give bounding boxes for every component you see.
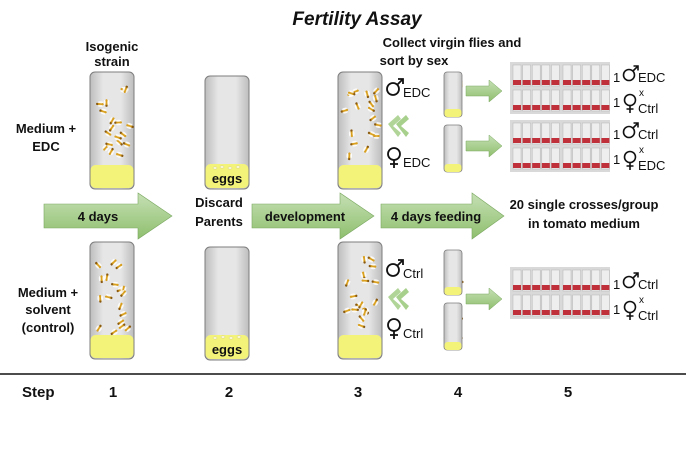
- female-symbol-icon: [387, 318, 401, 339]
- page-title: Fertility Assay: [292, 9, 423, 30]
- eggs-label-top: eggs: [212, 171, 242, 186]
- tube-step2-control: [204, 246, 250, 361]
- vial-step4-male-ctrl: [443, 249, 463, 296]
- male-symbol-icon: [386, 259, 404, 277]
- arrow-4-days-feeding-label: 4 days feeding: [391, 209, 481, 224]
- arrow-4-days-label: 4 days: [78, 209, 118, 224]
- vial-trays: [510, 62, 610, 319]
- cross-2-bottom-count: 1: [613, 152, 620, 167]
- female-ctrl-label: Ctrl: [403, 326, 423, 341]
- cross-3-bottom-count: 1: [613, 302, 620, 317]
- discard-parents-label-line1: Discard: [195, 195, 243, 210]
- step-number-5: 5: [564, 384, 572, 401]
- male-symbol-icon: [386, 78, 404, 96]
- chevron-sort-ctrl-icon: [388, 288, 409, 310]
- cross-1-top-tag: EDC: [638, 70, 665, 85]
- eggs-label-bottom: eggs: [212, 342, 242, 357]
- egg-dots: [212, 165, 242, 340]
- arrow-development-label: development: [265, 209, 346, 224]
- vial-step4-female-ctrl: [443, 302, 463, 351]
- cross-1-bottom-count: 1: [613, 95, 620, 110]
- cross-1: 1 EDC x 1 Ctrl: [613, 65, 665, 116]
- step-label: Step: [22, 384, 55, 401]
- collect-virgin-label-line1: Collect virgin flies and: [383, 35, 522, 50]
- cross-2-bottom-tag: EDC: [638, 158, 665, 173]
- female-edc-label: EDC: [403, 155, 430, 170]
- single-crosses-label-line2: in tomato medium: [528, 216, 640, 231]
- step-number-3: 3: [354, 384, 362, 401]
- male-edc-label: EDC: [403, 85, 430, 100]
- tube-step3-control: [337, 241, 383, 360]
- arrow-to-tray-1: [465, 79, 503, 103]
- chevron-sort-edc-icon: [388, 115, 409, 137]
- male-symbol-icon: [622, 122, 639, 139]
- cross-2: 1 Ctrl x 1 EDC: [613, 122, 665, 173]
- male-symbol-icon: [622, 65, 639, 82]
- cross-3-bottom-tag: Ctrl: [638, 308, 658, 323]
- step-number-2: 2: [225, 384, 233, 401]
- cross-3-top-count: 1: [613, 277, 620, 292]
- male-symbol-icon: [622, 272, 639, 289]
- cross-3: 1 Ctrl x 1 Ctrl: [613, 272, 658, 323]
- male-ctrl-label: Ctrl: [403, 266, 423, 281]
- step-number-4: 4: [454, 384, 463, 401]
- arrow-to-tray-2: [465, 134, 503, 158]
- discard-parents-label-line2: Parents: [195, 214, 243, 229]
- cross-2-top-tag: Ctrl: [638, 127, 658, 142]
- female-symbol-icon: [623, 300, 637, 320]
- isogenic-strain-label-line1: Isogenic: [86, 39, 139, 54]
- isogenic-strain-label-line2: strain: [94, 54, 129, 69]
- step-number-1: 1: [109, 384, 117, 401]
- arrow-development: development: [251, 192, 375, 240]
- cross-1-x: x: [639, 88, 644, 99]
- tube-step1-control: [89, 241, 135, 360]
- cross-2-top-count: 1: [613, 127, 620, 142]
- female-symbol-icon: [387, 147, 401, 168]
- vial-tray: [510, 267, 610, 319]
- medium-solvent-label-line3: (control): [22, 320, 75, 335]
- collect-virgin-label-line2: sort by sex: [380, 53, 449, 68]
- vial-step4-female-edc: [443, 124, 463, 173]
- cross-1-top-count: 1: [613, 70, 620, 85]
- arrow-4-days: 4 days: [43, 192, 173, 240]
- single-crosses-label-line1: 20 single crosses/group: [510, 197, 659, 212]
- vial-tray: [510, 120, 610, 172]
- arrow-to-tray-3: [465, 287, 503, 311]
- female-symbol-icon: [623, 150, 637, 170]
- female-symbol-icon: [623, 93, 637, 113]
- tube-step2-edc: [204, 75, 250, 190]
- vial-tray: [510, 62, 610, 114]
- cross-2-x: x: [639, 145, 644, 156]
- medium-edc-label-line1: Medium +: [16, 121, 77, 136]
- cross-1-bottom-tag: Ctrl: [638, 101, 658, 116]
- vial-step4-male-edc: [443, 71, 463, 118]
- arrow-4-days-feeding: 4 days feeding: [380, 192, 505, 240]
- medium-solvent-label-line2: solvent: [25, 302, 71, 317]
- medium-edc-label-line2: EDC: [32, 139, 60, 154]
- medium-solvent-label-line1: Medium +: [18, 285, 79, 300]
- cross-3-top-tag: Ctrl: [638, 277, 658, 292]
- cross-3-x: x: [639, 295, 644, 306]
